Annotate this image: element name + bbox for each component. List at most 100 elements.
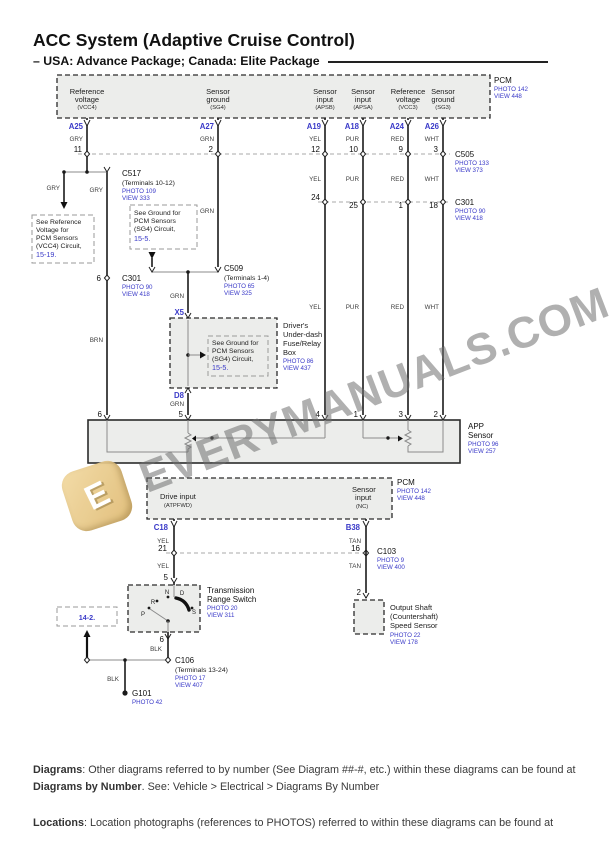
c106-photo-ref[interactable]: PHOTO 17 (175, 675, 206, 682)
svg-text:See Reference: See Reference (36, 219, 82, 226)
pcm-lower-name: PCM (397, 478, 415, 487)
pcm-lower-drive-sub: (ATPFWD) (164, 503, 192, 509)
pcm-lower-view-ref[interactable]: VIEW 448 (397, 495, 425, 502)
trs-name1: Transmission (207, 586, 254, 595)
svg-text:GRY: GRY (69, 136, 83, 143)
footer-diagrams-text: : Other diagrams referred to by number (… (82, 764, 576, 776)
fuse-box-photo-ref[interactable]: PHOTO 86 (283, 358, 314, 365)
svg-text:PUR: PUR (346, 304, 360, 311)
pcm-top-pin-symbols (83, 119, 447, 128)
pcm-top-photo-ref[interactable]: PHOTO 142 (494, 86, 528, 93)
c301-row-name: C301 (455, 198, 475, 207)
pin-5: 5 (164, 573, 169, 582)
output-shaft-speed-sensor: Output Shaft (Countershaft) Speed Sensor… (353, 599, 438, 646)
wire-tan-b38b: TAN (349, 563, 362, 570)
ref-note-link-15-19[interactable]: 15-19. (36, 250, 56, 259)
svg-text:(VCC4): (VCC4) (77, 105, 96, 111)
wire-brn: BRN (90, 337, 104, 344)
svg-text:(APSA): (APSA) (353, 105, 372, 111)
app-sensor-view-ref[interactable]: VIEW 257 (468, 448, 496, 455)
pin-b38[interactable]: B38 (346, 523, 361, 532)
connector-c301-row: 24 25 1 18 C301 PHOTO 90 VIEW 418 (311, 193, 486, 222)
footer-notes: Diagrams: Other diagrams referred to by … (33, 762, 580, 850)
app-sensor-name2: Sensor (468, 431, 494, 440)
svg-text:Output Shaft: Output Shaft (390, 603, 433, 612)
c301-row-photo-ref[interactable]: PHOTO 90 (455, 208, 486, 215)
c517-name: C517 (122, 169, 142, 178)
c301-row-view-ref[interactable]: VIEW 418 (455, 215, 483, 222)
svg-text:Speed Sensor: Speed Sensor (390, 621, 438, 630)
svg-text:Voltage for: Voltage for (36, 227, 69, 234)
footer-diagrams-text2: . See: Vehicle > Electrical > Diagrams B… (141, 781, 380, 794)
oss-view-ref[interactable]: VIEW 178 (390, 639, 418, 646)
app-sensor-name1: APP (468, 422, 484, 431)
svg-text:24: 24 (311, 193, 320, 202)
c106-view-ref[interactable]: VIEW 407 (175, 682, 203, 689)
svg-text:(SG4) Circuit,: (SG4) Circuit, (134, 226, 175, 233)
c517-view-ref[interactable]: VIEW 333 (122, 195, 150, 202)
trs-view-ref[interactable]: VIEW 311 (207, 612, 235, 619)
svg-text:3: 3 (434, 145, 439, 154)
c301-left-photo-ref[interactable]: PHOTO 90 (122, 284, 153, 291)
svg-text:See Ground for: See Ground for (134, 210, 181, 217)
svg-text:PCM Sensors: PCM Sensors (212, 348, 255, 355)
wire-color-labels-low: YEL PUR RED WHT (309, 304, 439, 311)
c301-left-view-ref[interactable]: VIEW 418 (122, 291, 150, 298)
svg-text:Sensor: Sensor (431, 87, 455, 96)
c505-photo-ref[interactable]: PHOTO 133 (455, 160, 489, 167)
svg-text:2: 2 (434, 410, 439, 419)
svg-text:A18: A18 (345, 122, 360, 131)
svg-text:(NC): (NC) (356, 504, 368, 510)
svg-text:(Countershaft): (Countershaft) (390, 612, 438, 621)
pcm-lower-photo-ref[interactable]: PHOTO 142 (397, 488, 431, 495)
svg-text:18: 18 (429, 201, 438, 210)
watermark-logo-letter: E (78, 473, 116, 518)
trs-pos-d: D (180, 591, 185, 597)
gnd-note-link-15-5[interactable]: 15-5. (134, 234, 150, 243)
wire-grn-d8: GRN (170, 401, 184, 408)
svg-text:(SG4): (SG4) (210, 105, 226, 111)
oss-photo-ref[interactable]: PHOTO 22 (390, 632, 421, 639)
c509-view-ref[interactable]: VIEW 325 (224, 290, 252, 297)
wire-gry-branch: GRY (46, 185, 60, 192)
svg-text:GRN: GRN (200, 136, 214, 143)
connector-c509: C509 (Terminals 1-4) PHOTO 65 VIEW 325 G… (148, 264, 269, 300)
g101-photo-ref[interactable]: PHOTO 42 (132, 699, 163, 706)
fuse-box-pin-d8[interactable]: D8 (174, 391, 185, 400)
c103-photo-ref[interactable]: PHOTO 9 (377, 557, 405, 564)
svg-text:A27: A27 (200, 122, 214, 131)
wire-blk-g101: BLK (107, 676, 120, 683)
c106-name: C106 (175, 656, 195, 665)
pin-c18[interactable]: C18 (154, 523, 169, 532)
svg-text:ground: ground (206, 95, 229, 104)
svg-text:YEL: YEL (309, 136, 321, 143)
pcm-top-view-ref[interactable]: VIEW 448 (494, 93, 522, 100)
app-sensor-photo-ref[interactable]: PHOTO 96 (468, 441, 499, 448)
svg-text:10: 10 (349, 145, 358, 154)
svg-text:3: 3 (399, 410, 404, 419)
c509-photo-ref[interactable]: PHOTO 65 (224, 283, 255, 290)
svg-text:YEL: YEL (309, 176, 321, 183)
svg-text:RED: RED (391, 136, 405, 143)
c505-view-ref[interactable]: VIEW 373 (455, 167, 483, 174)
c505-name: C505 (455, 150, 475, 159)
c517-photo-ref[interactable]: PHOTO 109 (122, 188, 156, 195)
branch-b38: B38 TAN TAN 2 (346, 519, 370, 599)
fuse-box-view-ref[interactable]: VIEW 437 (283, 365, 311, 372)
fuse-note-link-15-5[interactable]: 15-5. (212, 363, 228, 372)
subtitle-row: – USA: Advance Package; Canada: Elite Pa… (33, 54, 548, 68)
svg-text:input: input (355, 95, 372, 104)
svg-text:6: 6 (98, 410, 103, 419)
ref-voltage-note: See Reference Voltage for PCM Sensors (V… (31, 214, 95, 264)
footer-locations-note: Locations: Location photographs (referen… (33, 815, 580, 832)
c103-view-ref[interactable]: VIEW 400 (377, 564, 405, 571)
pcm-lower-drive-label: Drive input (160, 492, 197, 501)
trs-photo-ref[interactable]: PHOTO 20 (207, 605, 238, 612)
fuse-box-pin-x5[interactable]: X5 (174, 308, 184, 317)
wire-color-labels-mid: YEL PUR RED WHT (309, 176, 439, 183)
ref-14-2-link[interactable]: 14-2. (79, 613, 95, 622)
pcm-top-name: PCM (494, 76, 512, 85)
svg-text:Driver's: Driver's (283, 321, 308, 330)
pin-2-oss: 2 (357, 588, 362, 597)
